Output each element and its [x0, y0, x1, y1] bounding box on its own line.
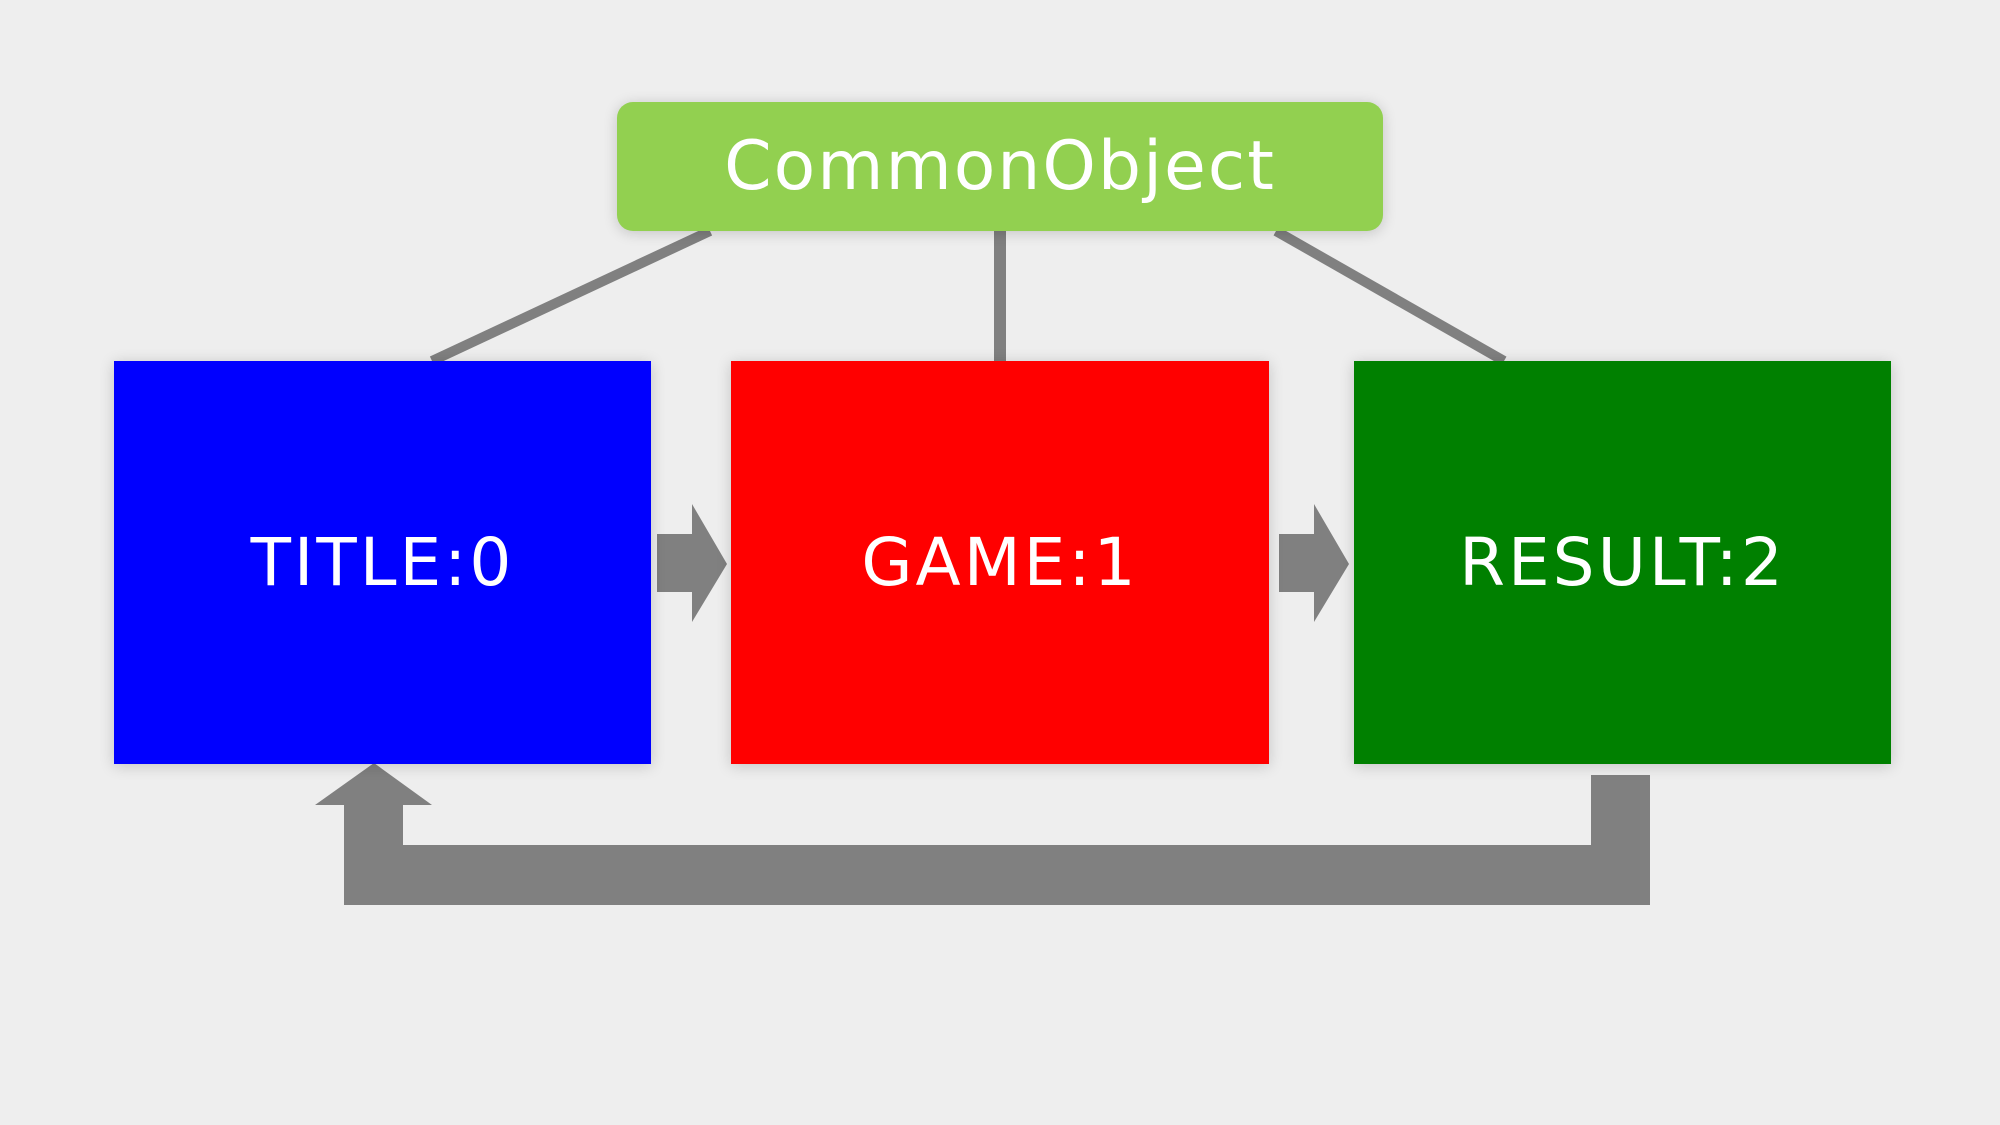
- link-common-to-title: [429, 226, 713, 366]
- scene-label-title: TITLE:0: [250, 524, 515, 601]
- scene-box-title: TITLE:0: [114, 361, 651, 764]
- arrow-game-to-result: [1279, 504, 1349, 622]
- arrow-result-to-title: [315, 763, 1650, 905]
- arrow-title-to-game: [657, 504, 727, 622]
- link-common-to-result: [1273, 226, 1507, 366]
- common-object-box: CommonObject: [617, 102, 1383, 231]
- scene-box-game: GAME:1: [731, 361, 1269, 764]
- scene-box-result: RESULT:2: [1354, 361, 1891, 764]
- common-object-label: CommonObject: [724, 127, 1276, 206]
- scene-label-game: GAME:1: [861, 524, 1139, 601]
- scene-label-result: RESULT:2: [1459, 524, 1786, 601]
